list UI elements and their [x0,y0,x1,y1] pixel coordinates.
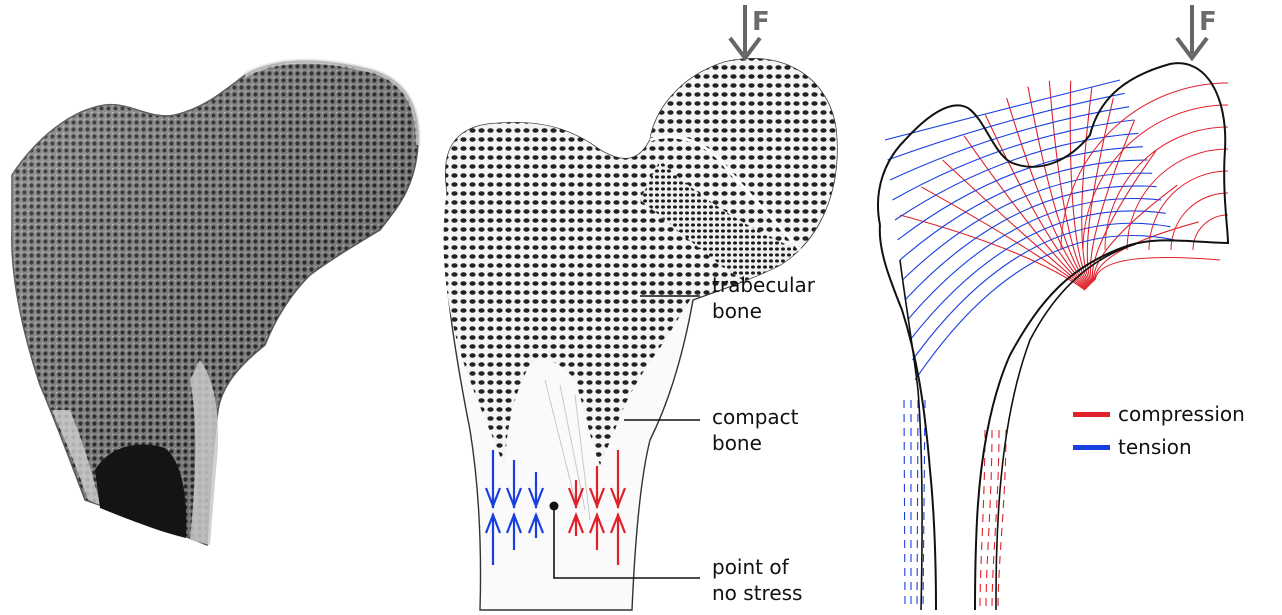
legend-swatch-tension [1073,445,1110,450]
stress-line [904,400,905,610]
stress-line [923,400,925,610]
stress-line [998,430,1006,610]
stress-line [917,400,918,610]
no-stress-line-2: no stress [712,581,802,605]
stress-line [890,107,1129,180]
compact-label: compact bone [712,405,805,455]
force-arrow-drawing: F [730,5,770,58]
photo-marrow-cavity [95,444,186,538]
stress-line [1083,105,1228,250]
stress-line [915,236,1175,381]
legend-label-tension: tension [1118,435,1192,459]
legend-label-compression: compression [1118,402,1245,426]
femur-drawing: F trabecular bone compact bone point of … [430,5,850,610]
no-stress-label: point of no stress [712,555,802,605]
femur-inner-canal-right [996,244,1136,610]
stress-line [1095,258,1220,281]
stress-line [885,80,1120,140]
stress-line [1127,149,1228,250]
trabecular-label: trabecular bone [712,273,821,323]
stress-line [1092,151,1156,282]
trabecular-line-2: bone [712,299,762,323]
legend-swatch-compression [1073,412,1110,417]
force-label-lines: F [1199,7,1217,37]
trabecular-line-1: trabecular [712,273,816,297]
stress-line [910,211,1166,340]
compact-line-2: bone [712,431,762,455]
stress-line [908,199,1162,321]
stress-line [1149,171,1228,250]
no-stress-line-1: point of [712,555,790,579]
stress-line [1094,222,1198,281]
stress-line [1193,215,1228,250]
force-label: F [752,7,770,37]
stress-line [900,215,1085,290]
compact-line-1: compact [712,405,799,429]
force-arrow-lines: F [1177,5,1217,58]
femur-photo [12,61,418,545]
stress-trajectories [885,80,1228,610]
stress-line [943,160,1087,289]
stress-line [986,430,992,610]
legend: compression tension [1073,402,1245,459]
stress-lines-diagram: F compression tension [878,5,1245,610]
